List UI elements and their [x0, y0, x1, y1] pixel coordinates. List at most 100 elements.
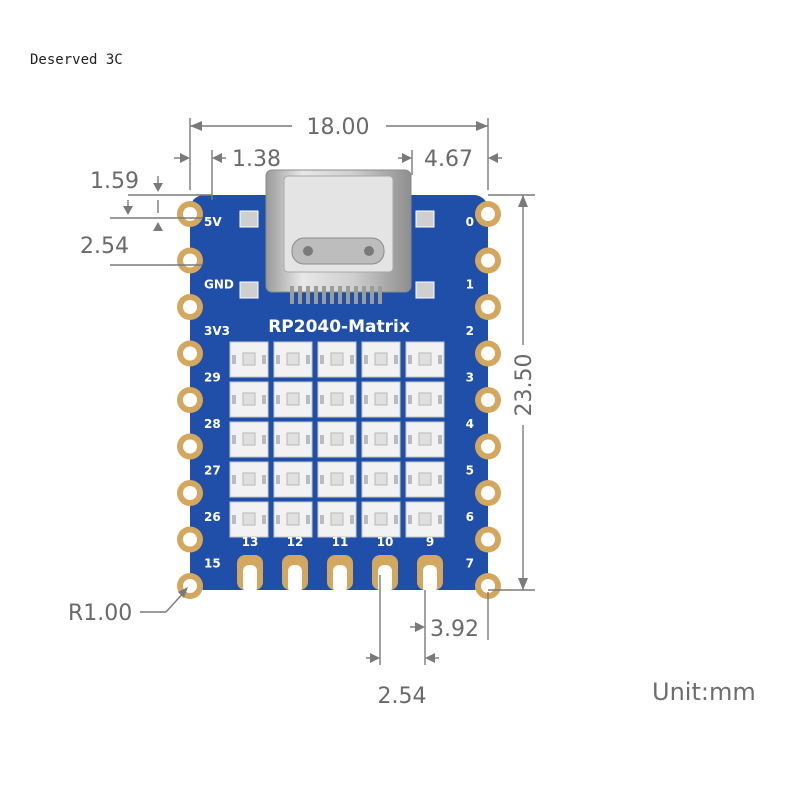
usb-pin [314, 286, 318, 304]
led [229, 341, 269, 378]
pin-label: 12 [287, 535, 304, 549]
unit-label: Unit:mm [652, 678, 756, 706]
pad-hole [243, 565, 257, 593]
pin-label: 4 [466, 417, 474, 431]
dim-bottom-offset-label: 3.92 [430, 617, 479, 642]
pin-label: 1 [466, 278, 474, 292]
castellated-pads [177, 201, 501, 599]
led [273, 381, 313, 418]
dim-bottom-pitch-label: 2.54 [378, 684, 427, 709]
board-title: RP2040-Matrix [268, 317, 410, 337]
pin-label: 6 [466, 510, 474, 524]
pad-hole [183, 300, 197, 314]
led [273, 421, 313, 458]
pad-hole [481, 393, 495, 407]
pad-hole [183, 486, 197, 500]
pin-label: 11 [332, 535, 349, 549]
dim-width: 18.00 [189, 115, 489, 190]
pin-label: GND [204, 278, 234, 292]
pin-label: 0 [466, 215, 474, 229]
led [405, 501, 445, 538]
led [361, 461, 401, 498]
pad-hole [183, 532, 197, 547]
pin-label: 5V [204, 215, 222, 229]
pin-label: 9 [426, 535, 434, 549]
pad-hole [183, 346, 197, 361]
usb-pin [338, 286, 342, 304]
pad-hole [481, 486, 495, 500]
usb-pin [346, 286, 350, 304]
led [273, 461, 313, 498]
pin-label: 28 [204, 417, 221, 431]
pad-hole [481, 439, 495, 454]
led [229, 421, 269, 458]
led [361, 341, 401, 378]
pin-label: 7 [466, 557, 474, 571]
dim-bottom-pitch: 2.54 [366, 575, 439, 709]
dim-left-offset: 1.38 [174, 147, 281, 200]
usb-pin [362, 286, 366, 304]
usb-pin [378, 286, 382, 304]
dim-left-offset-label: 1.38 [232, 147, 281, 172]
led [361, 501, 401, 538]
led [273, 501, 313, 538]
pad-hole [183, 393, 197, 407]
pad-hole [481, 579, 495, 593]
dim-bottom-offset: 3.92 [410, 590, 489, 665]
pad-hole [333, 565, 347, 593]
usb-c-connector [265, 169, 412, 304]
led [317, 501, 357, 538]
led [317, 341, 357, 378]
pin-label: 5 [466, 464, 474, 478]
dim-right-offset: 4.67 [398, 147, 502, 175]
pad-hole [481, 300, 495, 314]
pad-hole [288, 565, 302, 593]
usb-pin [370, 286, 374, 304]
led [361, 421, 401, 458]
pin-label: 29 [204, 371, 221, 385]
led [229, 501, 269, 538]
pad-hole [183, 253, 197, 268]
pin-label: 26 [204, 510, 221, 524]
pad-hole [481, 253, 495, 268]
dim-side-pitch: 2.54 [80, 200, 202, 266]
usb-pin [354, 286, 358, 304]
led [229, 461, 269, 498]
smd-pad [239, 281, 259, 299]
pin-label: 3V3 [204, 324, 230, 338]
pin-label: 8 [466, 603, 474, 617]
pin-label: 27 [204, 464, 221, 478]
led [405, 341, 445, 378]
smd-pad [415, 281, 435, 299]
pin-label: 3 [466, 371, 474, 385]
pin-label: 15 [204, 557, 221, 571]
usb-pin [306, 286, 310, 304]
dim-top-offset: 1.59 [90, 169, 212, 196]
pad-hole [481, 207, 495, 221]
dim-right-offset-label: 4.67 [424, 147, 473, 172]
usb-pin [322, 286, 326, 304]
pad-hole [378, 565, 392, 593]
smd-pad [239, 210, 259, 228]
dim-width-label: 18.00 [307, 115, 370, 140]
led [229, 381, 269, 418]
pad-hole [423, 565, 437, 593]
dim-top-offset-label: 1.59 [90, 169, 139, 194]
pad-hole [481, 346, 495, 361]
led-matrix [229, 341, 445, 538]
watermark-text: Deserved 3C [30, 52, 123, 68]
pad-hole [183, 207, 197, 221]
led [273, 341, 313, 378]
led [405, 421, 445, 458]
led [317, 421, 357, 458]
led [361, 381, 401, 418]
dim-corner-radius-label: R1.00 [68, 601, 132, 626]
dim-corner-radius: R1.00 [68, 587, 188, 626]
led [405, 461, 445, 498]
usb-pin [298, 286, 302, 304]
smd-pad [415, 210, 435, 228]
pin-label: 13 [242, 535, 259, 549]
